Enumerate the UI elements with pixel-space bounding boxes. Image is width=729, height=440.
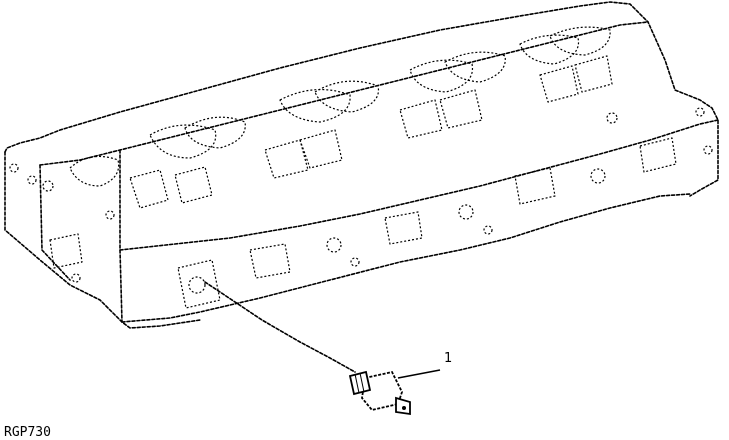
bolt-hole (105, 210, 115, 220)
top-port (409, 59, 474, 93)
valve-boss (264, 139, 309, 179)
valve-boss (439, 89, 483, 129)
bolt-hole (606, 112, 618, 124)
sensor-boss (177, 259, 221, 309)
sensor (348, 370, 411, 416)
bolt-hole (71, 273, 81, 283)
valve-boss (399, 99, 443, 139)
bolt-hole (695, 107, 705, 117)
bolt-hole (42, 180, 54, 192)
thread-line (359, 372, 365, 393)
head-left-face (39, 164, 71, 281)
valve-boss (174, 166, 213, 204)
bolt-hole (9, 163, 19, 173)
bolt-hole (350, 257, 360, 267)
side-port (384, 211, 423, 245)
side-port (514, 167, 556, 205)
side-ports (49, 137, 677, 279)
head-front-lower-edge (121, 193, 691, 323)
bolt-holes (9, 107, 713, 294)
top-port (314, 80, 380, 113)
valve-boss (574, 55, 613, 93)
valve-bosses (129, 55, 613, 209)
bolt-hole (458, 204, 474, 220)
top-port (549, 26, 611, 56)
side-port (249, 243, 291, 279)
valve-boss (539, 65, 579, 103)
head-top-face (4, 1, 719, 197)
sensor-hex-body (361, 370, 403, 412)
bolt-hole (483, 225, 493, 235)
terminal-hole (402, 406, 406, 410)
head-top-rim (39, 21, 649, 166)
bolt-hole (326, 237, 342, 253)
sensor-terminal (395, 396, 411, 416)
top-port (69, 155, 120, 187)
top-port (519, 34, 580, 65)
reference-code: RGP730 (4, 425, 51, 440)
top-port (149, 124, 217, 159)
cylinder-head (4, 1, 719, 329)
assembly-leader-line (204, 281, 356, 373)
bolt-hole (703, 145, 713, 155)
top-port (444, 51, 506, 83)
side-port (639, 137, 677, 173)
callout-leader (397, 369, 441, 379)
valve-boss (299, 129, 343, 169)
bolt-hole (27, 175, 37, 185)
top-port (279, 88, 351, 123)
side-port (49, 233, 83, 269)
thread-line (354, 373, 360, 394)
sensor-thread (348, 370, 372, 396)
top-port (184, 116, 246, 149)
head-deck-edge (119, 119, 719, 251)
bolt-hole (188, 276, 206, 294)
head-left-end (4, 151, 201, 329)
bolt-hole (590, 168, 606, 184)
top-ports (69, 26, 611, 187)
callout-number: 1 (444, 351, 452, 366)
head-corner-edge (119, 149, 123, 323)
valve-boss (129, 169, 169, 209)
